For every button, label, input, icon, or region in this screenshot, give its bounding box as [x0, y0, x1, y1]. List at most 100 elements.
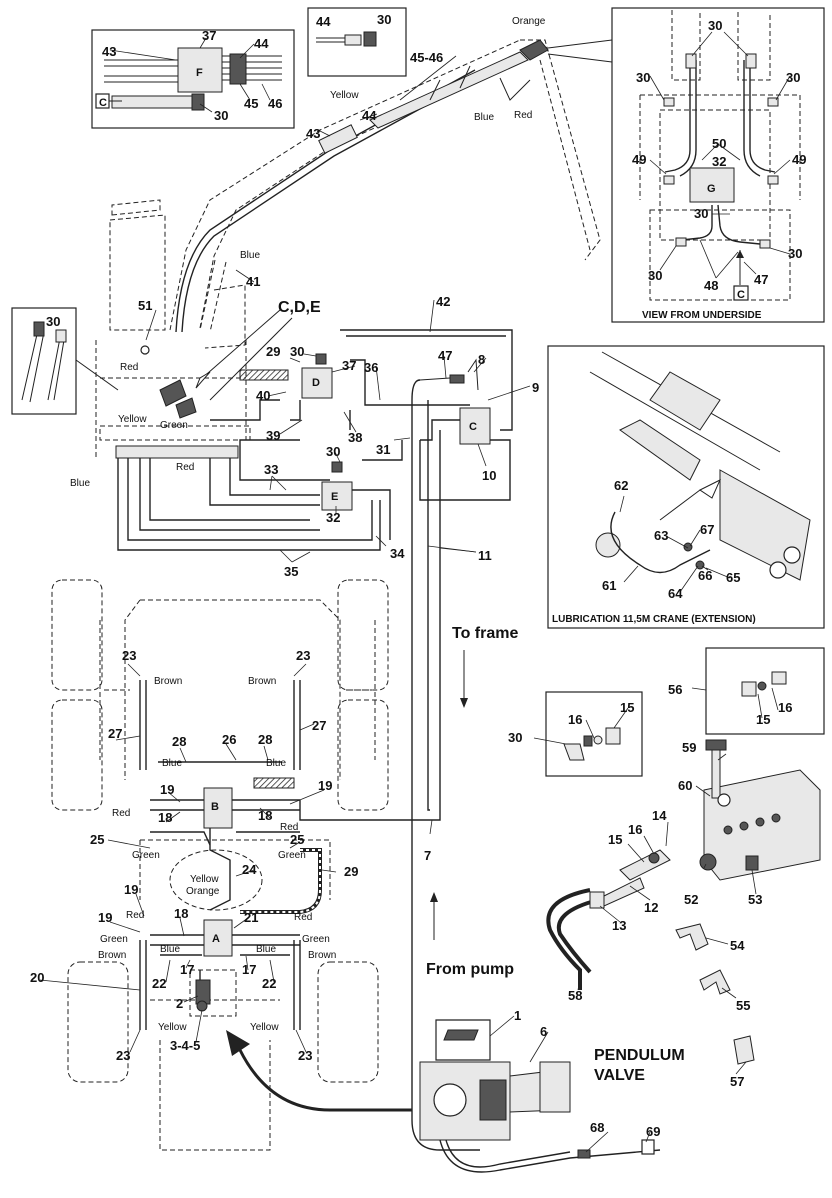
callout-15: 15	[608, 832, 622, 847]
color-blue: Blue	[162, 758, 182, 769]
callout-13: 13	[612, 918, 626, 933]
callout-6: 6	[540, 1024, 547, 1039]
callout-30: 30	[508, 730, 522, 745]
callout-19: 19	[124, 882, 138, 897]
color-brown: Brown	[308, 950, 336, 961]
color-red: Red	[280, 822, 298, 833]
inset-lubrication-extension	[547, 345, 825, 629]
block-g: G	[707, 183, 716, 195]
valve-label: VALVE	[594, 1067, 645, 1084]
color-green: Green	[100, 934, 128, 945]
callout-58: 58	[568, 988, 582, 1003]
block-c: C	[469, 421, 477, 433]
loose-parts	[546, 739, 821, 1065]
callout-18: 18	[174, 906, 188, 921]
callout-60: 60	[678, 778, 692, 793]
callout-17: 17	[242, 962, 256, 977]
pendulum-label: PENDULUM	[594, 1047, 685, 1064]
callout-30: 30	[786, 70, 800, 85]
callout-30: 30	[694, 206, 708, 221]
color-blue: Blue	[256, 944, 276, 955]
callout-22: 22	[262, 976, 276, 991]
callout-23: 23	[116, 1048, 130, 1063]
callout-25: 25	[290, 832, 304, 847]
color-blue: Blue	[70, 478, 90, 489]
callout-17: 17	[180, 962, 194, 977]
callout-16: 16	[628, 822, 642, 837]
callout-67: 67	[700, 522, 714, 537]
inset-56-fitting	[705, 647, 825, 735]
callout-10: 10	[482, 468, 496, 483]
callout-11: 11	[478, 548, 492, 563]
color-green: Green	[132, 850, 160, 861]
color-red: Red	[514, 110, 532, 121]
callout-27: 27	[312, 718, 326, 733]
color-yellow: Yellow	[190, 874, 219, 885]
callout-30: 30	[377, 12, 391, 27]
color-green: Green	[302, 934, 330, 945]
block-d-assembly	[239, 353, 333, 399]
block-d: D	[312, 377, 320, 389]
callout-33: 33	[264, 462, 278, 477]
callout-56: 56	[668, 682, 682, 697]
color-blue: Blue	[240, 250, 260, 261]
leader-lines	[39, 31, 791, 1153]
callout-51: 51	[138, 298, 152, 313]
callout-44: 44	[254, 36, 269, 51]
callout-32: 32	[712, 154, 726, 169]
callout-25: 25	[90, 832, 104, 847]
callout-43: 43	[306, 126, 320, 141]
callout-30: 30	[326, 444, 340, 459]
block-c-ref: C	[99, 97, 107, 109]
color-yellow: Yellow	[118, 414, 147, 425]
callout-7: 7	[424, 848, 431, 863]
callout-26: 26	[222, 732, 236, 747]
callout-15: 15	[620, 700, 634, 715]
callout-65: 65	[726, 570, 740, 585]
block-c-assembly	[419, 358, 491, 445]
callout-36: 36	[364, 360, 378, 375]
color-red: Red	[112, 808, 130, 819]
callout-2: 2	[176, 996, 183, 1011]
callout-29: 29	[266, 344, 280, 359]
color-red: Red	[176, 462, 194, 473]
callout-28: 28	[258, 732, 272, 747]
color-blue: Blue	[266, 758, 286, 769]
callout-47: 47	[754, 272, 768, 287]
block-c-ref: C	[737, 289, 745, 301]
callout-27: 27	[108, 726, 122, 741]
return-arrow	[226, 1030, 412, 1112]
callout-30: 30	[648, 268, 662, 283]
callout-50: 50	[712, 136, 726, 151]
callout-cde: C,D,E	[278, 299, 321, 316]
callout-55: 55	[736, 998, 750, 1013]
block-a: A	[212, 933, 220, 945]
color-yellow: Yellow	[158, 1022, 187, 1033]
color-orange: Orange	[512, 16, 546, 27]
callout-16: 16	[568, 712, 582, 727]
callout-69: 69	[646, 1124, 660, 1139]
callout-39: 39	[266, 428, 280, 443]
callout-37: 37	[342, 358, 356, 373]
callout-64: 64	[668, 586, 683, 601]
callout-41: 41	[246, 274, 260, 289]
callout-1: 1	[514, 1008, 521, 1023]
inset-30-fitting	[545, 691, 643, 777]
color-blue: Blue	[160, 944, 180, 955]
block-e-assembly	[321, 461, 353, 511]
color-red: Red	[126, 910, 144, 921]
block-b: B	[211, 801, 219, 813]
callout-19: 19	[98, 910, 112, 925]
callout-labels: 43 37 44 45 46 30 C F 44 30 45-46 Orange…	[30, 12, 806, 1139]
callout-9: 9	[532, 380, 539, 395]
callout-30: 30	[788, 246, 802, 261]
inset-underside	[611, 7, 825, 323]
callout-49: 49	[632, 152, 646, 167]
callout-53: 53	[748, 892, 762, 907]
callout-14: 14	[652, 808, 667, 823]
color-green: Green	[278, 850, 306, 861]
callout-15: 15	[756, 712, 770, 727]
axle-hoses	[139, 680, 322, 1030]
